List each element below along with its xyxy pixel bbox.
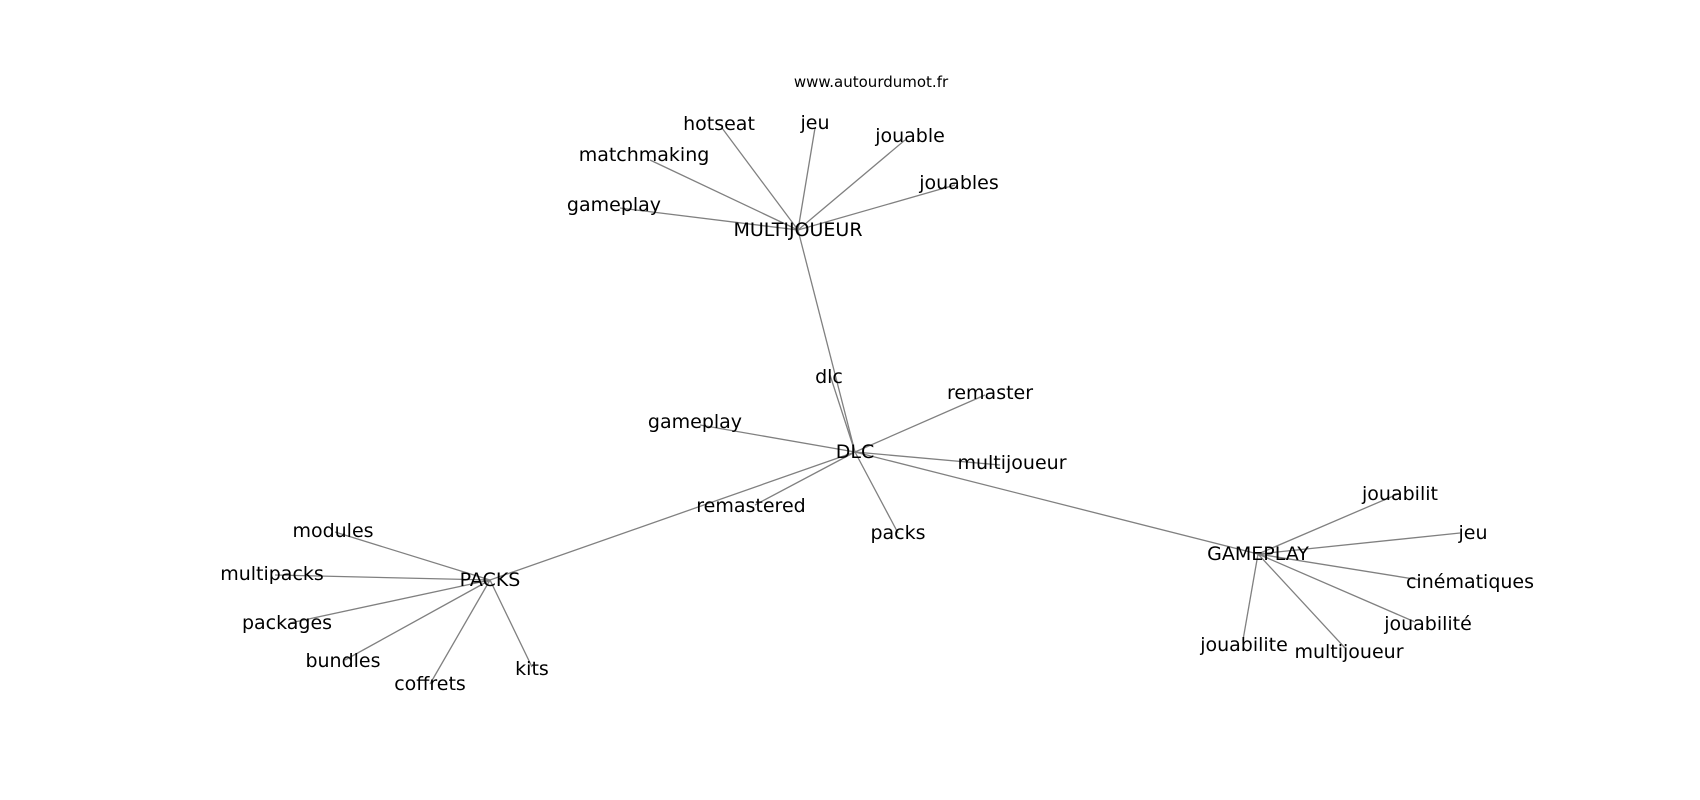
edge-dlc-remastered: [754, 451, 856, 506]
node-dlc-gameplay: gameplay: [648, 411, 742, 433]
edge-pk-kits: [489, 579, 533, 668]
edge-gp-jeu: [1257, 532, 1461, 555]
edge-gp-multijoueur: [1257, 553, 1346, 649]
edge-gp-jouabilite: [1242, 553, 1259, 641]
hub-gameplay: GAMEPLAY: [1207, 543, 1309, 565]
node-gp-jouabilite: jouabilite: [1199, 634, 1288, 656]
edge-pk-modules: [334, 531, 491, 581]
edge-pk-packages: [289, 579, 491, 624]
node-gp-jouabilit: jouabilit: [1361, 483, 1438, 505]
edge-pk-bundles: [344, 579, 491, 661]
node-pk-multipacks: multipacks: [220, 563, 324, 585]
node-dlc-multijoueur: multijoueur: [957, 452, 1066, 474]
edge-mj-matchmaking: [649, 159, 799, 231]
node-dlc-remastered: remastered: [696, 495, 805, 517]
node-gp-jeu: jeu: [1457, 522, 1487, 544]
hub-multijoueur: MULTIJOUEUR: [733, 219, 862, 241]
node-pk-modules: modules: [292, 520, 373, 542]
edge-mj-hotseat: [721, 127, 799, 231]
edge-dlc-multijoueur-hub: [797, 229, 856, 453]
edge-gp-jouabilit: [1257, 493, 1399, 555]
edge-mj-jouable: [797, 139, 906, 231]
edge-gp-cinematiques: [1257, 553, 1421, 581]
edge-gp-jouabilite-acc: [1257, 553, 1416, 623]
node-gp-cinematiques: cinématiques: [1406, 571, 1534, 593]
edge-pk-multipacks: [274, 574, 491, 581]
node-pk-kits: kits: [515, 658, 549, 680]
edge-dlc-dlc: [829, 374, 856, 453]
node-gp-multijoueur: multijoueur: [1294, 641, 1403, 663]
hub-packs: PACKS: [460, 569, 521, 591]
node-dlc-dlc: dlc: [815, 366, 843, 388]
node-dlc-packs: packs: [870, 522, 925, 544]
edge-dlc-packs: [854, 451, 899, 534]
edge-dlc-gameplay: [699, 424, 856, 453]
edge-dlc-multijoueur: [854, 451, 1001, 466]
node-gp-jouabilite-acc: jouabilité: [1383, 613, 1472, 635]
node-pk-bundles: bundles: [305, 650, 380, 672]
source-url: www.autourdumot.fr: [794, 73, 949, 91]
edges: [274, 127, 1461, 685]
hub-dlc: DLC: [836, 441, 874, 463]
edge-dlc-packs-hub: [489, 451, 856, 581]
labels: www.autourdumot.fr DLC MULTIJOUEUR PACKS…: [220, 73, 1534, 695]
edge-mj-jouables: [797, 184, 956, 231]
edge-pk-coffrets: [429, 579, 491, 685]
node-mj-jouable: jouable: [874, 125, 945, 147]
node-dlc-remaster: remaster: [947, 382, 1033, 404]
node-mj-jouables: jouables: [918, 172, 999, 194]
node-pk-packages: packages: [242, 612, 332, 634]
node-mj-hotseat: hotseat: [683, 113, 755, 135]
node-pk-coffrets: coffrets: [394, 673, 466, 695]
node-mj-jeu: jeu: [799, 112, 829, 134]
node-mj-matchmaking: matchmaking: [579, 144, 710, 166]
edge-mj-jeu: [797, 127, 816, 231]
edge-mj-gameplay: [619, 207, 799, 231]
node-mj-gameplay: gameplay: [567, 194, 661, 216]
edge-dlc-gameplay-hub: [854, 451, 1259, 555]
edge-dlc-remaster: [854, 394, 986, 453]
